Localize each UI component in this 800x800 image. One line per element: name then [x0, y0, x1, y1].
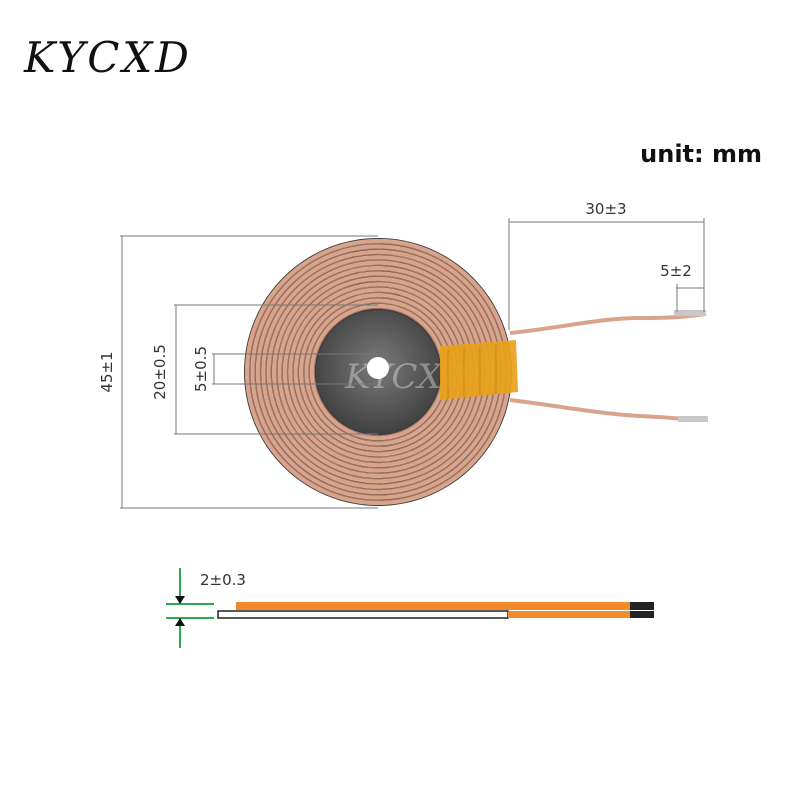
side-lead-upper — [236, 602, 636, 610]
thickness-dimension: 2±0.3 — [166, 568, 246, 648]
inner-diameter-label: 20±0.5 — [151, 344, 169, 400]
center-hole — [367, 357, 389, 379]
lead-strip-dimension: 5±2 — [660, 262, 704, 312]
side-lead-lower — [508, 611, 636, 618]
lead-tip-lower — [678, 416, 708, 422]
side-view — [217, 602, 654, 619]
lead-wire-lower — [509, 398, 707, 422]
center-hole-label: 5±0.5 — [192, 346, 210, 392]
outer-diameter-label: 45±1 — [98, 351, 116, 392]
lead-strip-label: 5±2 — [660, 262, 692, 280]
brand-logo: KYCXD — [23, 33, 192, 82]
side-coil-body — [217, 610, 509, 619]
lead-length-dimension: 30±3 — [508, 200, 705, 330]
lead-length-label: 30±3 — [585, 200, 626, 218]
outer-diameter-dimension: 45±1 — [98, 235, 378, 509]
thickness-label: 2±0.3 — [200, 571, 246, 589]
lead-tip-upper — [674, 310, 706, 316]
tape — [440, 340, 518, 400]
side-tip-lower — [630, 611, 654, 618]
tape-patch — [440, 340, 518, 400]
center-hole-dimension: 5±0.5 — [192, 346, 378, 392]
lead-wire-upper — [509, 312, 707, 335]
tape-wire-lines — [447, 344, 497, 398]
unit-label: unit: mm — [640, 140, 762, 168]
inner-diameter-dimension: 20±0.5 — [151, 304, 378, 435]
lead-wires — [509, 310, 708, 422]
side-tip-upper — [630, 602, 654, 610]
